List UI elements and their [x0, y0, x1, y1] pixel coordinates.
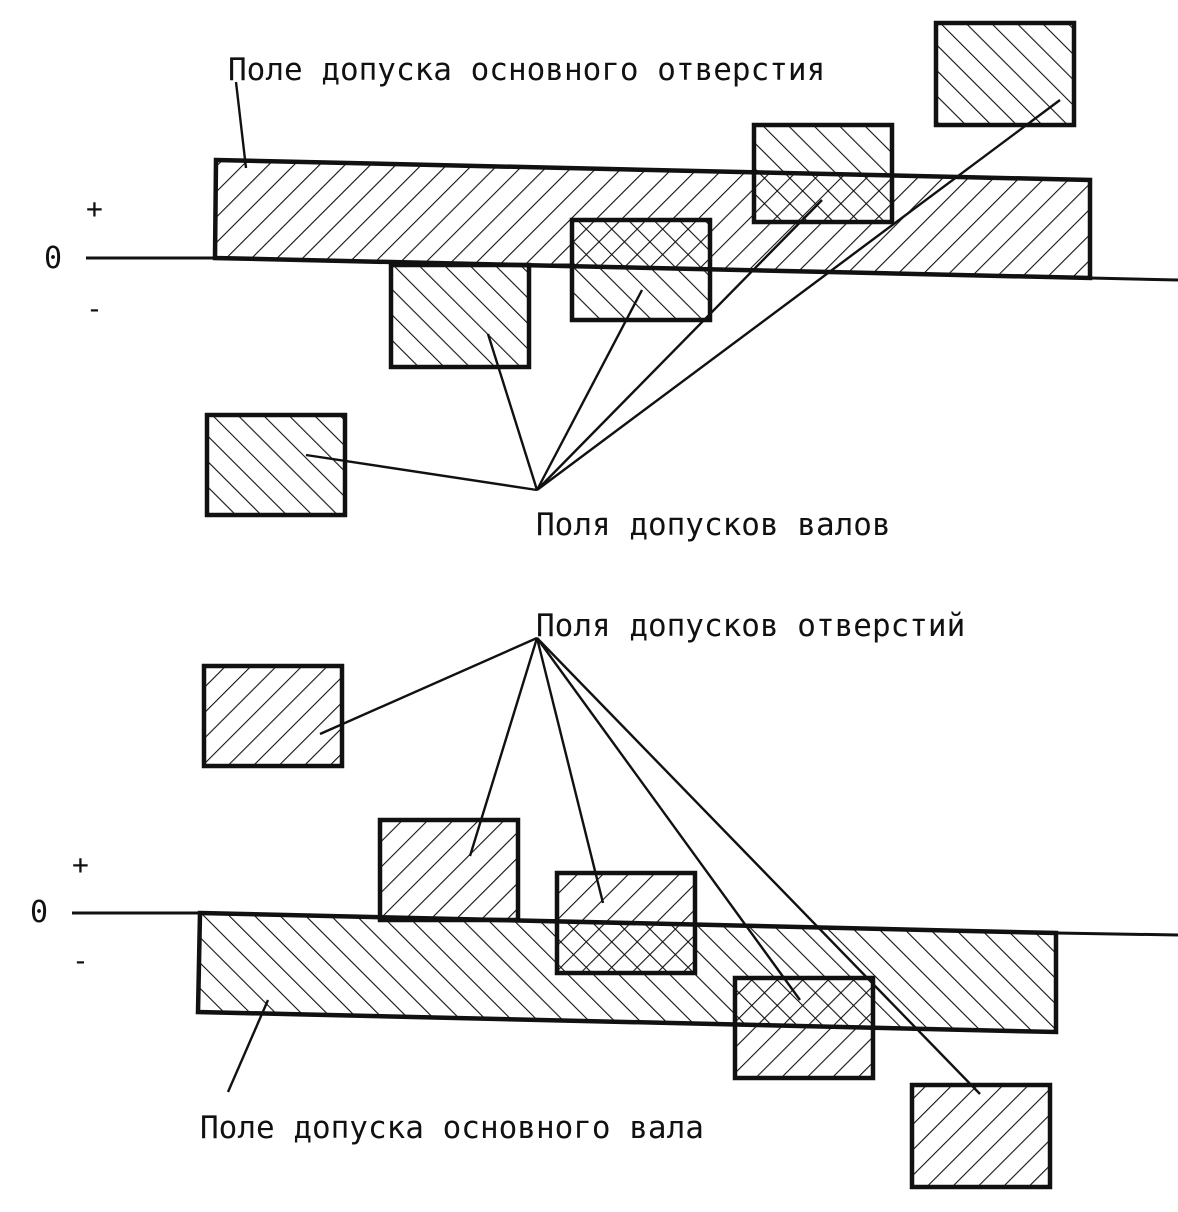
top-zero-label: 0 [44, 241, 62, 276]
bottom-zero-label: 0 [30, 895, 48, 930]
top-main-label: Поле допуска основного отверстия [228, 52, 825, 88]
bottom-main-label: Поле допуска основного вала [200, 1110, 704, 1146]
bottom-group-label: Поля допусков отверстий [536, 608, 965, 644]
shaft-field-5 [204, 412, 348, 518]
hole-field-5 [909, 1082, 1053, 1190]
bottom-main-leader [226, 999, 270, 1093]
bottom-diagram: Поля допусков отверстий 0 + - Поле допус… [30, 608, 1178, 1190]
top-group-leaders [305, 99, 1061, 492]
bottom-group-leaders [319, 636, 981, 1095]
shaft-field-4 [933, 20, 1077, 128]
bottom-zero-line [72, 911, 1178, 937]
bottom-minus-sign: - [72, 944, 89, 977]
bottom-plus-sign: + [72, 848, 89, 881]
top-minus-sign: - [86, 292, 103, 325]
top-group-label: Поля допусков валов [536, 507, 891, 543]
top-plus-sign: + [86, 192, 103, 225]
hole-field-4 [732, 975, 876, 1081]
hole-field-1 [201, 663, 345, 769]
top-diagram: Поле допуска основного отверстия 0 + - П… [44, 20, 1178, 543]
shaft-field-2 [569, 217, 713, 323]
hole-field-2 [377, 817, 521, 923]
shaft-field-3 [751, 122, 895, 225]
top-main-leader [234, 81, 248, 169]
shaft-field-1 [388, 262, 532, 370]
hole-field-3 [554, 870, 698, 976]
